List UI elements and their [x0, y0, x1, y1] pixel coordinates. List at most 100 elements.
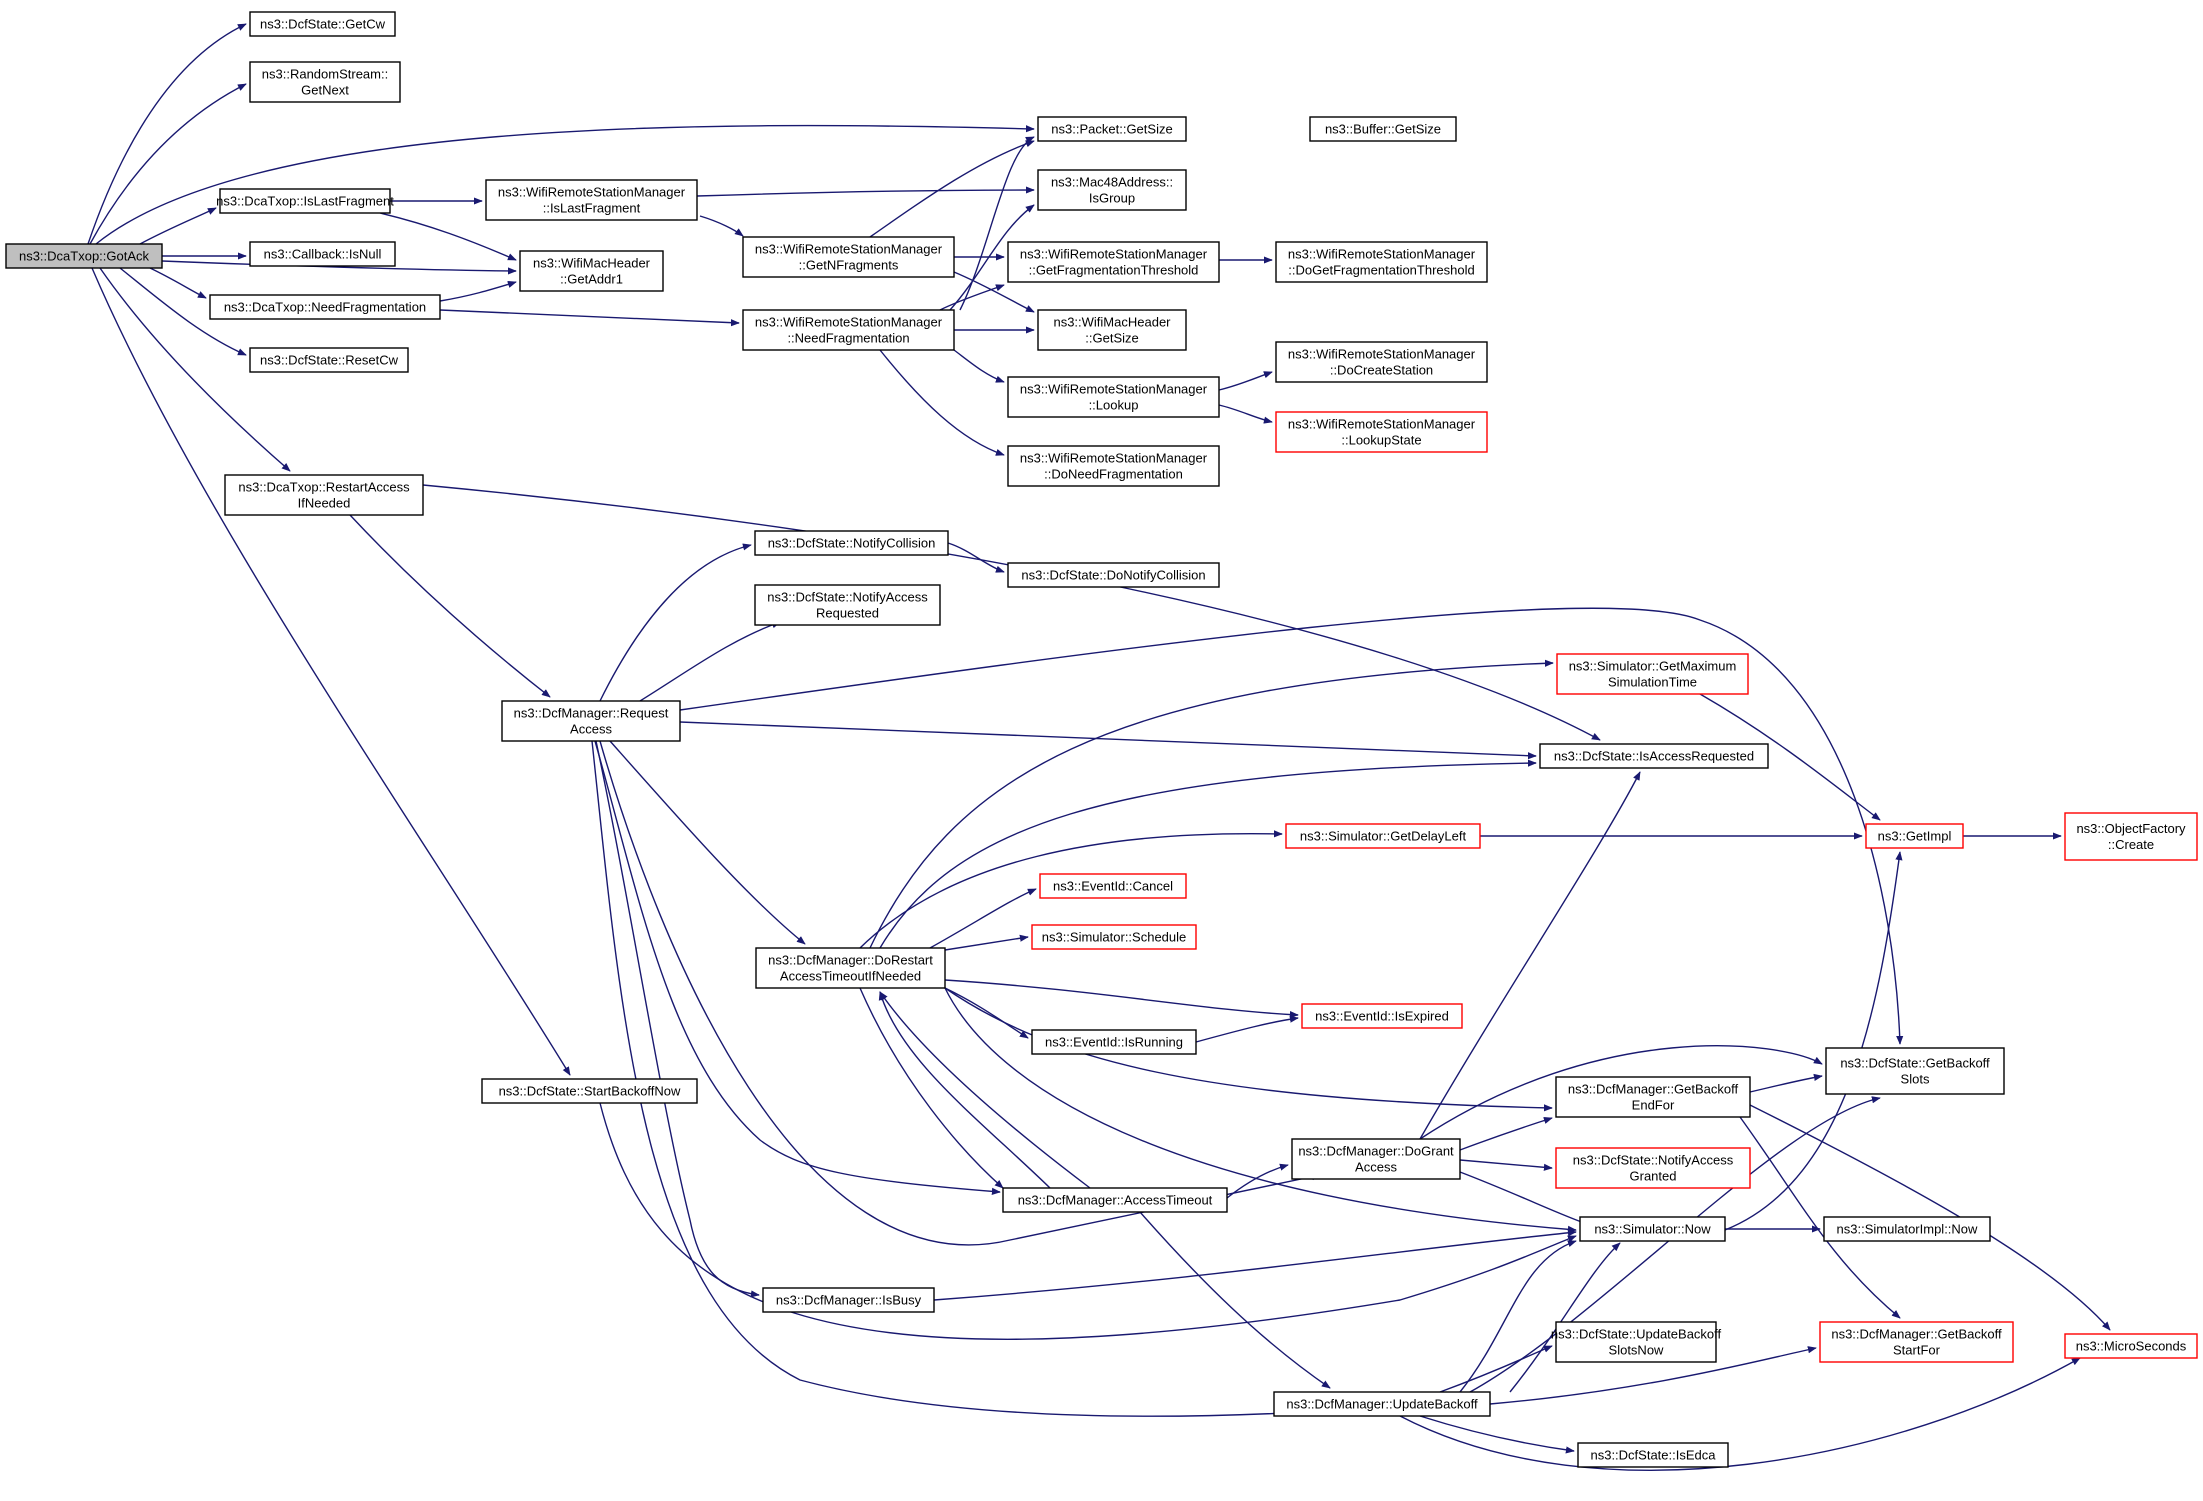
function-node-label: SimulationTime — [1608, 675, 1697, 690]
function-node[interactable]: ns3::DcfState::GetCw — [249, 11, 396, 37]
function-node[interactable]: ns3::ObjectFactory::Create — [2064, 812, 2198, 861]
function-node[interactable]: ns3::Simulator::Schedule — [1031, 924, 1197, 950]
call-edge-n33-n42 — [944, 987, 1577, 1233]
function-node[interactable]: ns3::WifiRemoteStationManager::LookupSta… — [1275, 411, 1488, 453]
function-node[interactable]: ns3::DcfState::DoNotifyCollision — [1007, 562, 1220, 588]
function-node[interactable]: ns3::DcaTxop::GotAck — [5, 243, 163, 269]
function-node-label: ns3::DcfState::NotifyCollision — [768, 536, 936, 551]
function-node-label: Granted — [1630, 1169, 1677, 1184]
function-node-label: SlotsNow — [1609, 1343, 1665, 1358]
function-node-label: ns3::RandomStream:: — [262, 67, 388, 82]
call-edge-n48-n49 — [1419, 1415, 1575, 1454]
call-edge-n35-n34 — [1195, 1015, 1299, 1043]
call-edge-n44-n42 — [933, 1229, 1577, 1301]
function-node[interactable]: ns3::WifiRemoteStationManager::IsLastFra… — [485, 179, 698, 221]
function-node-label: ns3::GetImpl — [1878, 829, 1952, 844]
function-node[interactable]: ns3::DcfState::IsAccessRequested — [1539, 743, 1769, 769]
function-node[interactable]: ns3::WifiRemoteStationManager::Lookup — [1007, 376, 1220, 418]
call-edge-n39-n40 — [1459, 1159, 1553, 1171]
function-node-label: ::Lookup — [1089, 398, 1139, 413]
function-node[interactable]: ns3::WifiRemoteStationManager::NeedFragm… — [742, 309, 955, 351]
function-node[interactable]: ns3::WifiRemoteStationManager::GetFragme… — [1007, 241, 1220, 283]
function-node-label: ns3::DcfState::UpdateBackoff — [1551, 1327, 1722, 1342]
function-node-label: ns3::DcfManager::GetBackoff — [1568, 1082, 1739, 1097]
function-node-label: ns3::DcfState::ResetCw — [260, 353, 399, 368]
function-node[interactable]: ns3::WifiRemoteStationManager::DoCreateS… — [1275, 341, 1488, 383]
function-node-label: Access — [1355, 1160, 1397, 1175]
nodes: ns3::DcaTxop::GotAck ns3::DcfState::GetCw… — [5, 11, 2198, 1468]
function-node-label: ns3::DcfState::NotifyAccess — [767, 590, 928, 605]
function-node-label: ns3::Buffer::GetSize — [1325, 122, 1441, 137]
function-node[interactable]: ns3::DcaTxop::NeedFragmentation — [209, 294, 441, 320]
call-edge-n41-n33 — [878, 991, 1051, 1189]
function-node-label: ::DoNeedFragmentation — [1044, 467, 1183, 482]
call-edge-n33-n34 — [944, 979, 1299, 1019]
function-node[interactable]: ns3::Callback::IsNull — [249, 241, 396, 267]
function-node[interactable]: ns3::GetImpl — [1865, 823, 1964, 849]
function-node[interactable]: ns3::Buffer::GetSize — [1309, 116, 1457, 142]
function-node-label: ::IsLastFragment — [543, 201, 641, 216]
function-node[interactable]: ns3::DcfState::StartBackoffNow — [481, 1078, 698, 1104]
function-node[interactable]: ns3::Simulator::Now — [1579, 1216, 1726, 1242]
function-node[interactable]: ns3::RandomStream::GetNext — [249, 61, 401, 103]
function-node-label: ::GetFragmentationThreshold — [1029, 263, 1199, 278]
call-edge-n33-n32 — [944, 934, 1029, 951]
function-node[interactable]: ns3::WifiMacHeader::GetAddr1 — [519, 250, 664, 292]
call-edge-n48-n47 — [1399, 1357, 2081, 1471]
call-edge-n14-n11 — [939, 284, 1005, 311]
function-node-label: ns3::DcaTxop::GotAck — [19, 249, 150, 264]
function-node-label: ns3::WifiRemoteStationManager — [755, 242, 943, 257]
function-node[interactable]: ns3::SimulatorImpl::Now — [1823, 1216, 1991, 1242]
function-node[interactable]: ns3::EventId::Cancel — [1039, 873, 1187, 899]
function-node[interactable]: ns3::DcfManager::AccessTimeout — [1002, 1187, 1228, 1213]
function-node-label: ns3::DcfManager::GetBackoff — [1831, 1327, 2002, 1342]
function-node[interactable]: ns3::DcfState::NotifyCollision — [754, 530, 949, 556]
function-node-label: Access — [570, 722, 612, 737]
function-node[interactable]: ns3::WifiMacHeader::GetSize — [1037, 309, 1187, 351]
function-node[interactable]: ns3::Simulator::GetDelayLeft — [1285, 823, 1481, 849]
call-edge-n26-n39 — [599, 740, 1321, 1246]
call-edge-n21-n26 — [349, 514, 551, 698]
function-node-label: GetNext — [301, 83, 349, 98]
call-edge-n10-n15 — [953, 271, 1035, 313]
call-edge-n0-n3 — [95, 124, 1035, 245]
function-node-label: ns3::DcfManager::UpdateBackoff — [1286, 1397, 1478, 1412]
function-node[interactable]: ns3::EventId::IsRunning — [1031, 1029, 1197, 1055]
function-node-label: ::NeedFragmentation — [787, 331, 909, 346]
function-node[interactable]: ns3::DcfState::IsEdca — [1577, 1442, 1729, 1468]
function-node[interactable]: ns3::DcfManager::IsBusy — [762, 1287, 935, 1313]
call-edge-n14-n3 — [959, 136, 1035, 311]
call-edge-n18-n19 — [1218, 404, 1273, 424]
function-node-label: ns3::WifiRemoteStationManager — [755, 315, 943, 330]
call-edge-n25-n29 — [1699, 693, 1881, 821]
function-node[interactable]: ns3::WifiRemoteStationManager::DoGetFrag… — [1275, 241, 1488, 283]
function-node[interactable]: ns3::DcaTxop::IsLastFragment — [216, 188, 394, 214]
function-node[interactable]: ns3::DcfManager::UpdateBackoff — [1273, 1391, 1491, 1417]
function-node[interactable]: ns3::DcfState::ResetCw — [249, 347, 409, 373]
function-node[interactable]: ns3::MicroSeconds — [2064, 1333, 2198, 1359]
function-node[interactable]: ns3::WifiRemoteStationManager::GetNFragm… — [742, 236, 955, 278]
call-edge-n33-n27 — [879, 759, 1537, 949]
function-node[interactable]: ns3::DcfManager::DoRestartAccessTimeoutI… — [755, 947, 946, 989]
call-edge-n26-n33 — [609, 740, 806, 945]
function-node-label: ns3::DcfState::GetBackoff — [1840, 1056, 1990, 1071]
function-node-label: ::GetNFragments — [799, 258, 899, 273]
call-edge-n26-n24 — [639, 621, 781, 702]
function-node[interactable]: ns3::EventId::IsExpired — [1301, 1003, 1463, 1029]
function-node-label: ::DoGetFragmentationThreshold — [1288, 263, 1474, 278]
call-edge-n41-n48 — [1139, 1211, 1331, 1389]
function-node[interactable]: ns3::Packet::GetSize — [1037, 116, 1187, 142]
function-node[interactable]: ns3::Mac48Address::IsGroup — [1037, 169, 1187, 211]
function-node[interactable]: ns3::WifiRemoteStationManager::DoNeedFra… — [1007, 445, 1220, 487]
